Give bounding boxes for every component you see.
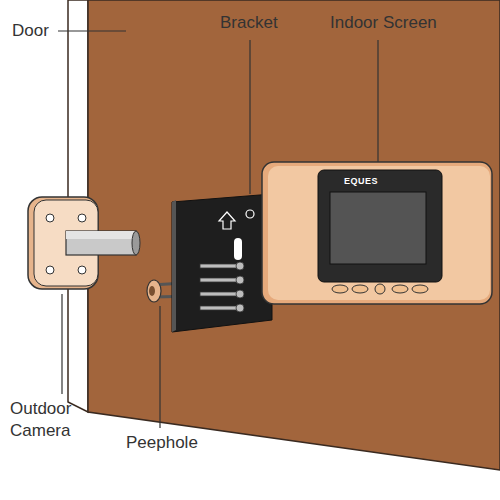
brand-name: EQUES xyxy=(344,176,378,186)
part-label: Bracket xyxy=(220,12,278,34)
part-label: Door xyxy=(12,20,49,42)
part-label: Indoor Screen xyxy=(330,12,437,34)
part-label: Peephole xyxy=(126,432,198,454)
part-label: Outdoor Camera xyxy=(10,398,100,442)
